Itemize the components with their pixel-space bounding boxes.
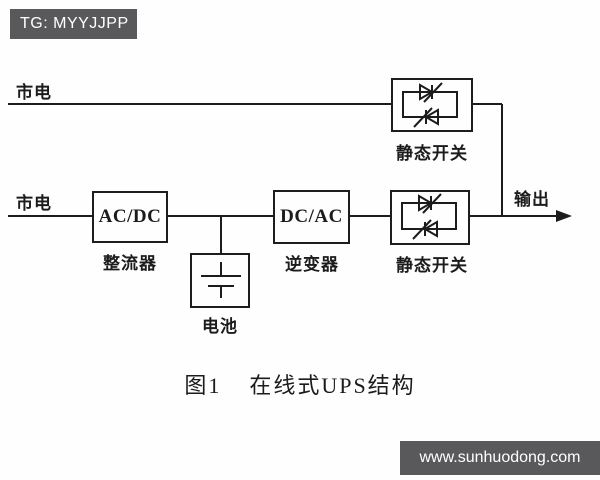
output-label: 输出 [514,190,550,209]
mains-label-top: 市电 [16,83,52,102]
output-arrow-icon [556,210,572,222]
inverter-box-label: DC/AC [280,206,343,227]
static-switch-bottom-box [390,190,470,245]
battery-caption: 电池 [202,317,238,336]
thyristor-pair-top-icon [402,82,458,128]
figure-number: 图1 [184,373,222,398]
static-switch-bottom-caption: 静态开关 [396,256,468,275]
rectifier-box-label: AC/DC [98,206,162,227]
watermark-url-bar: www.sunhuodong.com [400,441,600,475]
inverter-box: DC/AC [273,190,350,244]
mains-label-bottom: 市电 [16,194,52,213]
rectifier-caption: 整流器 [103,254,157,273]
thyristor-pair-bottom-icon [401,193,457,240]
static-switch-top-box [391,78,473,132]
battery-cell-icon [201,262,241,298]
rectifier-box: AC/DC [92,191,168,243]
battery-box [190,253,250,308]
static-switch-top-caption: 静态开关 [396,144,468,163]
inverter-caption: 逆变器 [285,255,339,274]
top-mains-wire [8,103,503,216]
figure-title: 在线式UPS结构 [249,373,416,398]
figure-caption: 图1 在线式UPS结构 [0,368,600,400]
corner-tag-badge: TG: MYYJJPP [10,9,137,39]
